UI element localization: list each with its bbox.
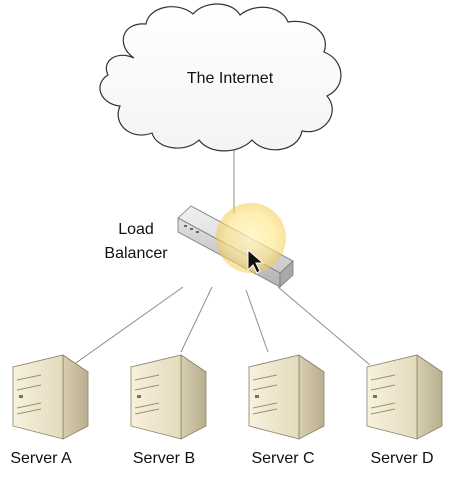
link-server-d <box>277 286 371 366</box>
link-server-c <box>245 289 269 353</box>
internet-cloud: The Internet <box>99 3 342 152</box>
load-balancer-label-line1: Load <box>118 221 154 238</box>
server-c-icon <box>248 354 325 440</box>
server-b-label: Server B <box>133 450 195 467</box>
server-a-label: Server A <box>10 450 72 467</box>
connectors <box>72 144 371 366</box>
cloud-shape <box>99 3 342 152</box>
link-server-b <box>180 286 213 353</box>
cursor-highlight <box>216 203 286 273</box>
server-a-icon <box>12 354 89 440</box>
server-d-label: Server D <box>370 450 433 467</box>
link-server-a <box>72 286 184 366</box>
server-b-icon <box>130 354 207 440</box>
server-c-label: Server C <box>251 450 314 467</box>
mouse-pointer-icon <box>247 248 265 274</box>
load-balancer-ports <box>184 225 199 233</box>
load-balancer-end <box>279 260 294 288</box>
internet-label: The Internet <box>187 70 274 87</box>
server-d-icon <box>366 354 443 440</box>
load-balancer-label-line2: Balancer <box>104 245 168 262</box>
